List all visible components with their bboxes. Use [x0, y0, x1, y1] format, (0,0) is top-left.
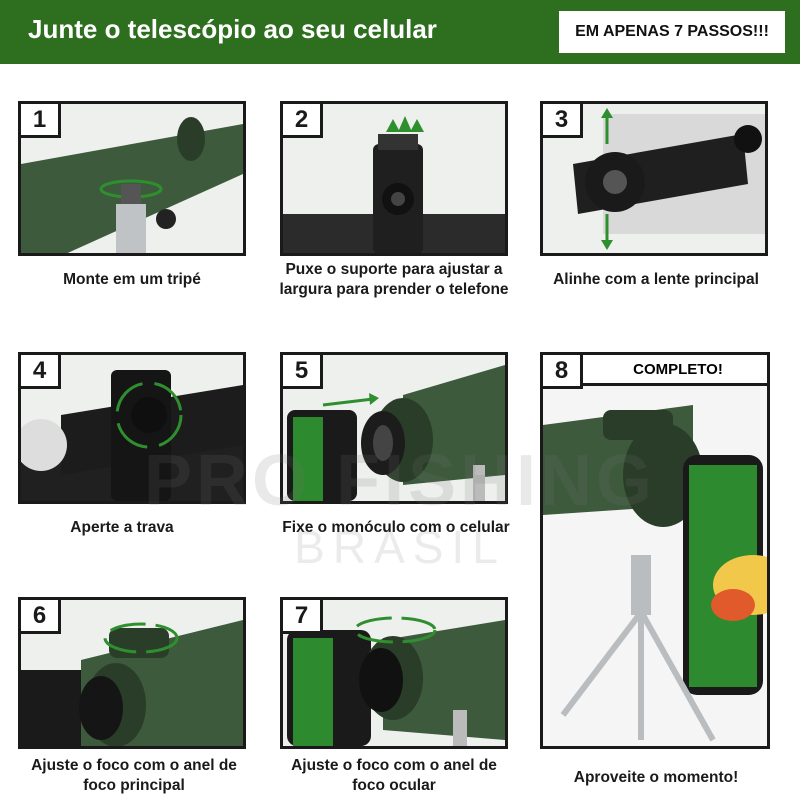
step-2-caption: Puxe o suporte para ajustar a largura pa…	[268, 260, 520, 300]
step-3-caption: Alinhe com a lente principal	[553, 271, 759, 288]
step-number: 5	[283, 355, 323, 389]
final-setup-illustration	[543, 355, 767, 746]
step-number: 1	[21, 104, 61, 138]
step-6-caption-line-2: foco principal	[83, 777, 185, 794]
tighten-lock-illustration	[21, 355, 243, 501]
step-4-panel: 4	[18, 352, 246, 504]
step-5-panel: 5	[280, 352, 508, 504]
step-3-panel: 3	[540, 101, 768, 256]
step-6-caption: Ajuste o foco com o anel de foco princip…	[8, 756, 260, 796]
step-6-caption-line-1: Ajuste o foco com o anel de	[31, 757, 237, 774]
step-5-caption: Fixe o monóculo com o celular	[282, 519, 510, 536]
step-2-caption-line-1: Puxe o suporte para ajustar a	[285, 261, 503, 278]
steps-badge-text: EM APENAS 7 PASSOS!!!	[575, 23, 769, 40]
page-title: Junte o telescópio ao seu celular	[28, 14, 437, 44]
phone-clamp-illustration	[283, 104, 505, 253]
step-7-caption-line-2: foco ocular	[352, 777, 436, 794]
step-7-caption: Ajuste o foco com o anel de foco ocular	[268, 756, 520, 796]
header-bar: Junte o telescópio ao seu celular EM APE…	[0, 0, 800, 64]
align-lens-illustration	[543, 104, 765, 253]
step-7-panel: 7	[280, 597, 508, 749]
step-7-caption-line-1: Ajuste o foco com o anel de	[291, 757, 497, 774]
step-1-caption: Monte em um tripé	[63, 271, 201, 288]
steps-badge: EM APENAS 7 PASSOS!!!	[556, 8, 788, 56]
step-number: 4	[21, 355, 61, 389]
step-4-caption: Aperte a trava	[70, 519, 174, 536]
step-number: 6	[21, 600, 61, 634]
step-number: 7	[283, 600, 323, 634]
step-number: 3	[543, 104, 583, 138]
step-number: 8	[543, 355, 583, 389]
eyepiece-focus-ring-illustration	[283, 600, 505, 746]
step-8-panel: 8 COMPLETO!	[540, 352, 770, 749]
step-6-panel: 6	[18, 597, 246, 749]
attach-monocular-illustration	[283, 355, 505, 501]
step-2-caption-line-2: largura para prender o telefone	[279, 281, 509, 298]
step-1-panel: 1	[18, 101, 246, 256]
main-focus-ring-illustration	[21, 600, 243, 746]
step-number: 2	[283, 104, 323, 138]
step-8-caption: Aproveite o momento!	[573, 769, 739, 786]
complete-label: COMPLETO!	[583, 355, 767, 386]
step-2-panel: 2	[280, 101, 508, 256]
